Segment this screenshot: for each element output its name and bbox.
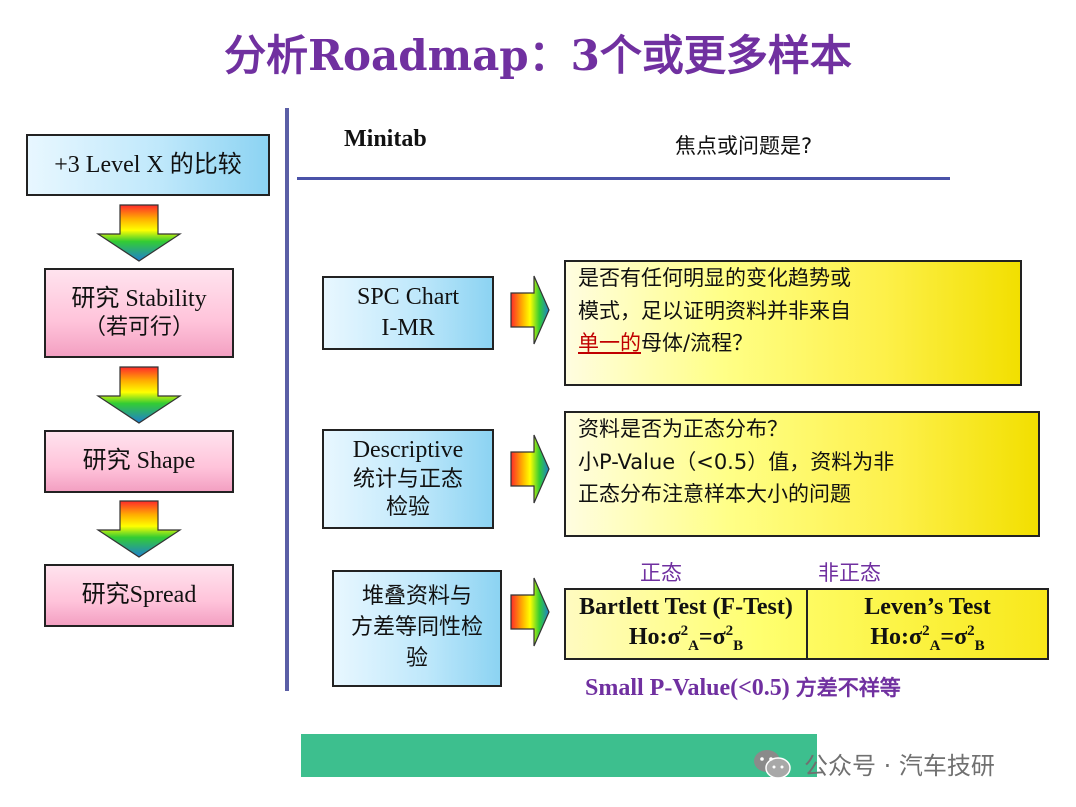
tool-spc-line1: SPC Chart xyxy=(356,284,460,311)
tool-descriptive-line1: Descriptive xyxy=(352,437,464,464)
header-underline xyxy=(297,177,950,180)
header-focus-question: 焦点或问题是? xyxy=(675,134,813,158)
label-normal: 正态 xyxy=(640,561,682,585)
right-arrow-3 xyxy=(510,577,550,647)
label-non-normal: 非正态 xyxy=(818,561,881,585)
green-footer-bar xyxy=(301,734,817,777)
question-stability-line1: 是否有任何明显的变化趋势或 xyxy=(578,266,851,290)
step-spread-label: 研究Spread xyxy=(81,582,197,609)
variance-tests-table: Bartlett Test (F-Test) Ho:σ2A=σ2B Leven’… xyxy=(564,588,1049,660)
step-shape-label: 研究 Shape xyxy=(82,448,196,475)
tool-stacking-line1: 堆叠资料与 xyxy=(361,584,472,610)
question-stability-line3-rest: 母体/流程？ xyxy=(641,331,754,356)
vertical-divider xyxy=(285,108,289,691)
bartlett-hypothesis: Ho:σ2A=σ2B xyxy=(628,623,744,655)
question-stability-line3: 单一的母体/流程？ xyxy=(578,327,753,360)
step-stability-note: （若可行） xyxy=(83,315,194,341)
down-arrow-1 xyxy=(96,204,182,262)
right-arrow-2 xyxy=(510,434,550,504)
levene-test-cell: Leven’s Test Ho:σ2A=σ2B xyxy=(808,590,1047,658)
step-3-level-x: +3 Level X 的比较 xyxy=(26,134,270,196)
step-stability-label: 研究 Stability xyxy=(71,285,207,312)
page-title: 分析Roadmap：3个或更多样本 xyxy=(224,31,852,80)
highlight-single: 单一的 xyxy=(578,331,641,356)
tool-spc-line2: I-MR xyxy=(381,315,435,341)
header-minitab: Minitab xyxy=(344,126,427,152)
step-spread: 研究Spread xyxy=(44,564,234,627)
question-normality-line3: 正态分布注意样本大小的问题 xyxy=(578,482,851,507)
tool-stacking: 堆叠资料与 方差等同性检 验 xyxy=(332,570,502,687)
tool-descriptive-line2: 统计与正态 xyxy=(352,467,463,493)
tool-descriptive: Descriptive 统计与正态 检验 xyxy=(322,429,494,529)
tool-descriptive-line3: 检验 xyxy=(385,495,430,521)
watermark: 公众号 · 汽车技研 xyxy=(752,746,995,781)
question-normality: 资料是否为正态分布？ 小P-Value（<0.5）值，资料为非 正态分布注意样本… xyxy=(564,411,1040,537)
question-stability-line2: 模式，足以证明资料并非来自 xyxy=(578,298,851,323)
step-3-level-x-label: +3 Level X 的比较 xyxy=(54,151,242,178)
wechat-icon xyxy=(754,749,791,779)
bartlett-test-cell: Bartlett Test (F-Test) Ho:σ2A=σ2B xyxy=(566,590,808,658)
down-arrow-3 xyxy=(96,500,182,558)
question-normality-line2: 小P-Value（<0.5）值，资料为非 xyxy=(578,449,895,474)
variance-footnote: Small P-Value(<0.5) 方差不祥等 xyxy=(585,675,901,701)
question-normality-line1: 资料是否为正态分布？ xyxy=(578,417,788,441)
down-arrow-2 xyxy=(96,366,182,424)
levene-test-name: Leven’s Test xyxy=(864,594,991,621)
tool-stacking-line2: 方差等同性检 xyxy=(350,615,483,641)
levene-hypothesis: Ho:σ2A=σ2B xyxy=(870,623,985,655)
step-stability: 研究 Stability （若可行） xyxy=(44,268,234,358)
watermark-text: 公众号 · 汽车技研 xyxy=(804,752,995,780)
question-stability: 是否有任何明显的变化趋势或 模式，足以证明资料并非来自 单一的母体/流程？ xyxy=(564,260,1022,386)
tool-stacking-line3: 验 xyxy=(405,645,428,671)
step-shape: 研究 Shape xyxy=(44,430,234,493)
bartlett-test-name: Bartlett Test (F-Test) xyxy=(579,594,793,621)
tool-spc-chart: SPC Chart I-MR xyxy=(322,276,494,350)
right-arrow-1 xyxy=(510,275,550,345)
